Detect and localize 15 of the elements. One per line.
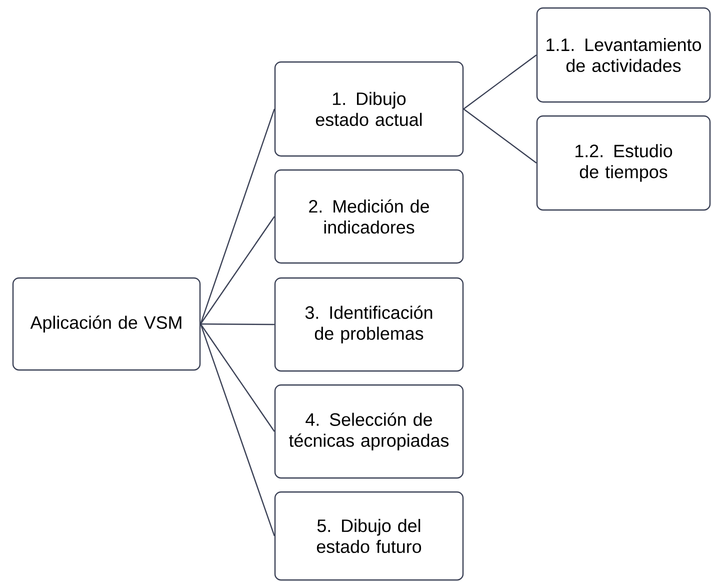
process-box: 1.1. Levantamiento de actividades [536,7,711,103]
connector-line [200,324,275,536]
connector-line [200,324,275,432]
connector-line [463,54,537,110]
process-box: 5. Dibujo del estado futuro [274,491,464,581]
process-box: Aplicación de VSM [12,277,201,371]
connector-line [463,108,537,164]
process-box: 1. Dibujo estado actual [274,61,464,157]
connector-line [200,108,275,324]
process-box: 3. Identificación de problemas [274,277,464,372]
connector-line [200,323,274,326]
process-box: 2. Medición de indicadores [274,169,464,264]
process-box: 4. Selección de técnicas apropiadas [274,384,464,479]
process-box: 1.2. Estudio de tiempos [536,115,711,211]
connector-line [200,216,275,324]
